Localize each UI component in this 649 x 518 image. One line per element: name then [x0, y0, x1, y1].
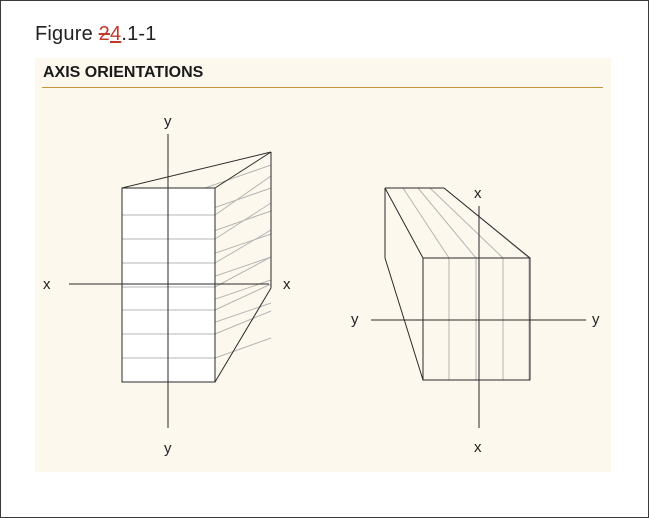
right-axis-left-label: y — [351, 311, 359, 328]
figure-panel: AXIS ORIENTATIONS — [35, 58, 611, 472]
left-axis-right-label: x — [283, 276, 291, 293]
left-block — [121, 151, 272, 383]
panel-title: AXIS ORIENTATIONS — [43, 64, 204, 81]
right-axes — [371, 206, 586, 428]
figure-caption: Figure 24.1-1 — [35, 23, 157, 46]
caption-suffix: .1-1 — [121, 23, 157, 45]
right-axis-bottom-label: x — [474, 439, 482, 456]
right-axis-top-label: x — [474, 185, 482, 202]
axis-diagram: y y x x — [43, 113, 600, 457]
right-block — [384, 187, 531, 381]
left-axis-top-label: y — [164, 113, 172, 130]
caption-deleted-number: 2 — [98, 23, 110, 45]
caption-inserted-number: 4 — [109, 23, 122, 45]
left-axis-left-label: x — [43, 276, 51, 293]
left-axis-bottom-label: y — [164, 440, 172, 457]
caption-prefix: Figure — [35, 23, 99, 45]
right-axis-right-label: y — [592, 311, 600, 328]
title-rule — [42, 87, 603, 88]
left-axes — [69, 134, 269, 428]
